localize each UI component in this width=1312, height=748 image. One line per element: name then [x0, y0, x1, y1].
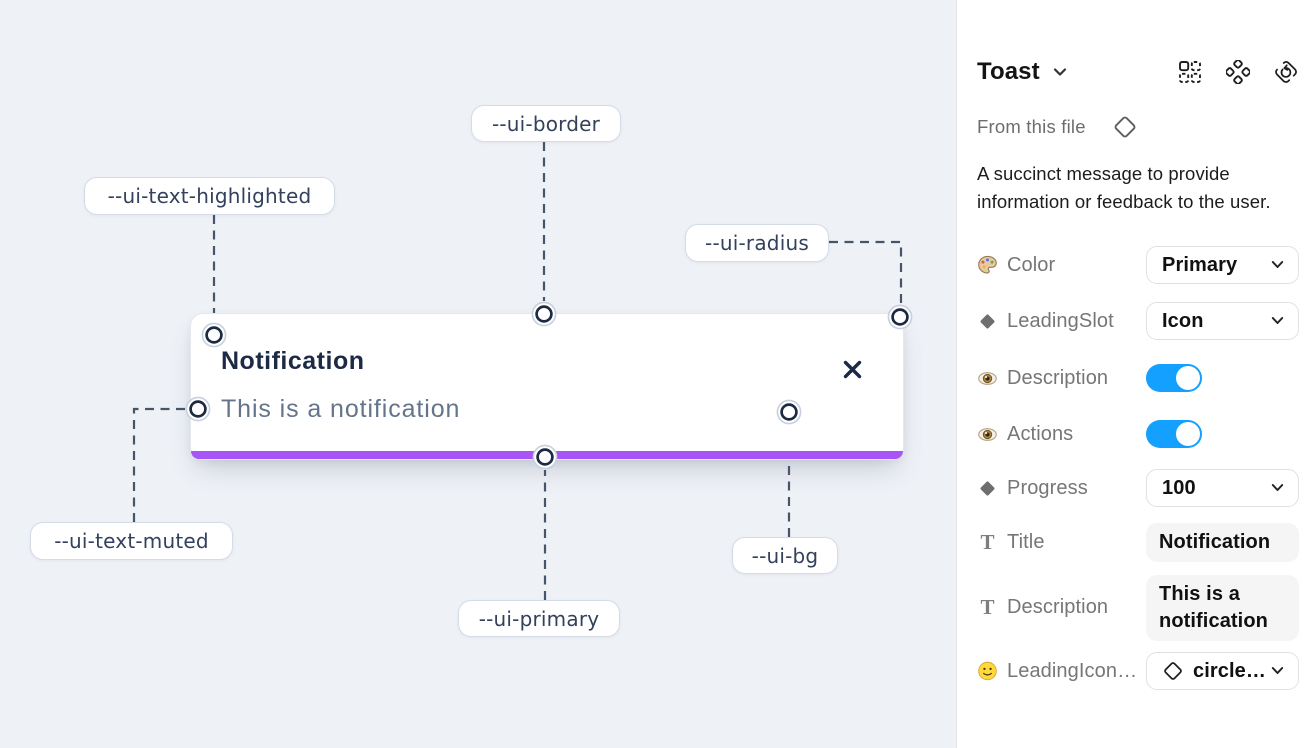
- chevron-down-icon: [1271, 312, 1284, 330]
- palette-icon: [977, 254, 998, 276]
- property-row: T Description This is a notification: [977, 574, 1299, 641]
- property-row: Progress 100: [977, 469, 1299, 507]
- chevron-down-icon: [1271, 662, 1284, 680]
- diamond-icon: [977, 312, 998, 331]
- toggle-knob: [1176, 422, 1200, 446]
- input-value: Notification: [1159, 530, 1271, 553]
- property-select[interactable]: Icon: [1146, 302, 1299, 340]
- token-label-pill[interactable]: --ui-text-highlighted: [84, 177, 335, 215]
- chevron-down-icon: [1271, 256, 1284, 274]
- close-icon: [843, 360, 861, 378]
- token-label-pill[interactable]: --ui-text-muted: [30, 522, 233, 560]
- chevron-down-icon: [1053, 68, 1066, 76]
- text-icon: T: [980, 529, 995, 554]
- property-label: Description: [1007, 596, 1109, 618]
- token-label-pill[interactable]: --ui-primary: [458, 600, 620, 637]
- design-canvas: --ui-border --ui-text-highlighted --ui-rad…: [30, 105, 913, 637]
- property-row: LeadingIcon… circle…: [977, 652, 1299, 690]
- property-label: LeadingSlot: [1007, 309, 1114, 332]
- connector-dot[interactable]: [780, 403, 798, 421]
- property-input[interactable]: This is a notification: [1146, 574, 1299, 641]
- property-select[interactable]: circle…: [1146, 652, 1299, 690]
- component-description: A succinct message to provide informatio…: [977, 163, 1271, 212]
- token-label: --ui-text-muted: [54, 529, 209, 553]
- source-row: From this file: [977, 112, 1298, 142]
- token-label-pill[interactable]: --ui-border: [471, 105, 621, 142]
- connector-dot[interactable]: [189, 400, 207, 418]
- property-label: Actions: [1007, 422, 1074, 445]
- chevron-down-icon: [1271, 479, 1284, 497]
- connector-dot-layer: [185, 301, 913, 470]
- input-value: This is a notification: [1159, 582, 1268, 632]
- toast-component: Notification This is a notification: [190, 313, 904, 460]
- token-label: --ui-bg: [751, 543, 819, 568]
- diamond-icon: [977, 479, 998, 498]
- property-toggle[interactable]: [1146, 364, 1202, 392]
- toast-description: This is a notification: [221, 395, 461, 423]
- token-label: --ui-border: [491, 111, 601, 136]
- diamond-outline-icon: [1162, 660, 1184, 682]
- toast-close-button[interactable]: [838, 355, 866, 383]
- eye-icon: [977, 423, 998, 446]
- connector-line: [132, 407, 185, 522]
- token-label-pill[interactable]: --ui-bg: [732, 537, 838, 574]
- property-label: Color: [1007, 253, 1056, 276]
- source-label: From this file: [977, 116, 1086, 137]
- reset-swap-icon[interactable]: [1274, 60, 1298, 84]
- select-value: circle…: [1193, 659, 1266, 682]
- properties-panel: Toast: [956, 0, 1312, 748]
- property-row: T Title Notification: [977, 522, 1299, 562]
- property-row: LeadingSlot Icon: [977, 302, 1299, 340]
- smiley-icon: [977, 660, 998, 682]
- token-label: --ui-text-highlighted: [107, 184, 312, 208]
- connector-dot[interactable]: [205, 326, 223, 344]
- property-select[interactable]: 100: [1146, 469, 1299, 507]
- property-label: Progress: [1007, 476, 1088, 499]
- connector-dot[interactable]: [535, 305, 553, 323]
- variants-grid-icon[interactable]: [1178, 60, 1202, 84]
- property-label: Description: [1007, 366, 1109, 389]
- connector-dot[interactable]: [536, 448, 554, 466]
- property-label: LeadingIcon…: [1007, 659, 1138, 682]
- eye-icon: [977, 367, 998, 390]
- diamond-outline-icon[interactable]: [1112, 114, 1138, 140]
- property-toggle[interactable]: [1146, 420, 1202, 448]
- text-icon: T: [980, 595, 995, 619]
- component-title: Toast: [977, 58, 1040, 85]
- select-value: 100: [1162, 476, 1196, 499]
- property-select[interactable]: Primary: [1146, 246, 1299, 284]
- token-label-pill[interactable]: --ui-radius: [685, 224, 829, 262]
- connector-line: [829, 240, 903, 304]
- select-value: Icon: [1162, 309, 1204, 332]
- property-input[interactable]: Notification: [1146, 522, 1299, 562]
- property-label: Title: [1007, 530, 1045, 553]
- component-selector[interactable]: Toast: [977, 58, 1067, 86]
- property-row: Description: [977, 364, 1298, 392]
- token-label: --ui-primary: [478, 606, 600, 631]
- token-label: --ui-radius: [705, 231, 809, 255]
- toggle-knob: [1176, 366, 1200, 390]
- component-icon[interactable]: [1226, 60, 1250, 84]
- select-value: Primary: [1162, 253, 1238, 276]
- property-row: Actions: [977, 420, 1298, 448]
- property-row: Color Primary: [977, 246, 1299, 284]
- connector-dot[interactable]: [891, 308, 909, 326]
- panel-header: Toast: [977, 56, 1298, 88]
- toast-title: Notification: [221, 347, 365, 375]
